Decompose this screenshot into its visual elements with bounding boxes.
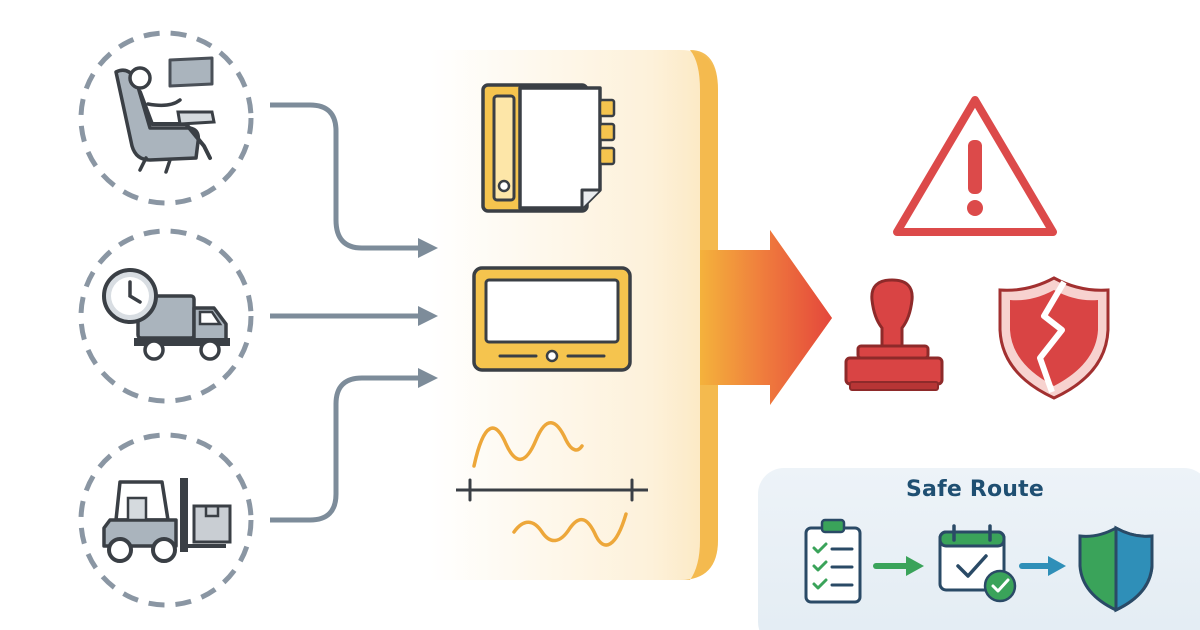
output-arrow: [700, 230, 832, 405]
forklift-icon: [102, 478, 232, 563]
broken-shield-icon: [998, 276, 1110, 400]
step-arrow-green: [873, 556, 924, 576]
binder-document-icon: [481, 83, 616, 213]
step-arrow-teal: [1019, 556, 1066, 576]
seated-passenger-icon: [114, 56, 216, 174]
input-truck-with-clock: [78, 228, 254, 404]
warning-triangle-icon: [893, 96, 1057, 236]
clock-icon: [102, 268, 158, 324]
calendar-check-icon: [938, 524, 1017, 603]
connector-arrows: [270, 102, 438, 523]
truck-with-clock-icon: [102, 268, 230, 361]
safe-route-title: Safe Route: [906, 477, 1044, 502]
arrow-from-forklift: [270, 368, 438, 523]
waveform-timeline-icon: [456, 421, 648, 547]
input-seated-passenger: [78, 30, 254, 206]
red-stamp-icon: [844, 278, 944, 391]
display-screen-icon: [472, 266, 632, 372]
safe-route-panel: [758, 468, 1200, 630]
checklist-clipboard-icon: [804, 518, 862, 604]
shield-icon: [1078, 525, 1154, 613]
arrow-from-passenger: [270, 102, 438, 258]
input-forklift: [78, 432, 254, 608]
